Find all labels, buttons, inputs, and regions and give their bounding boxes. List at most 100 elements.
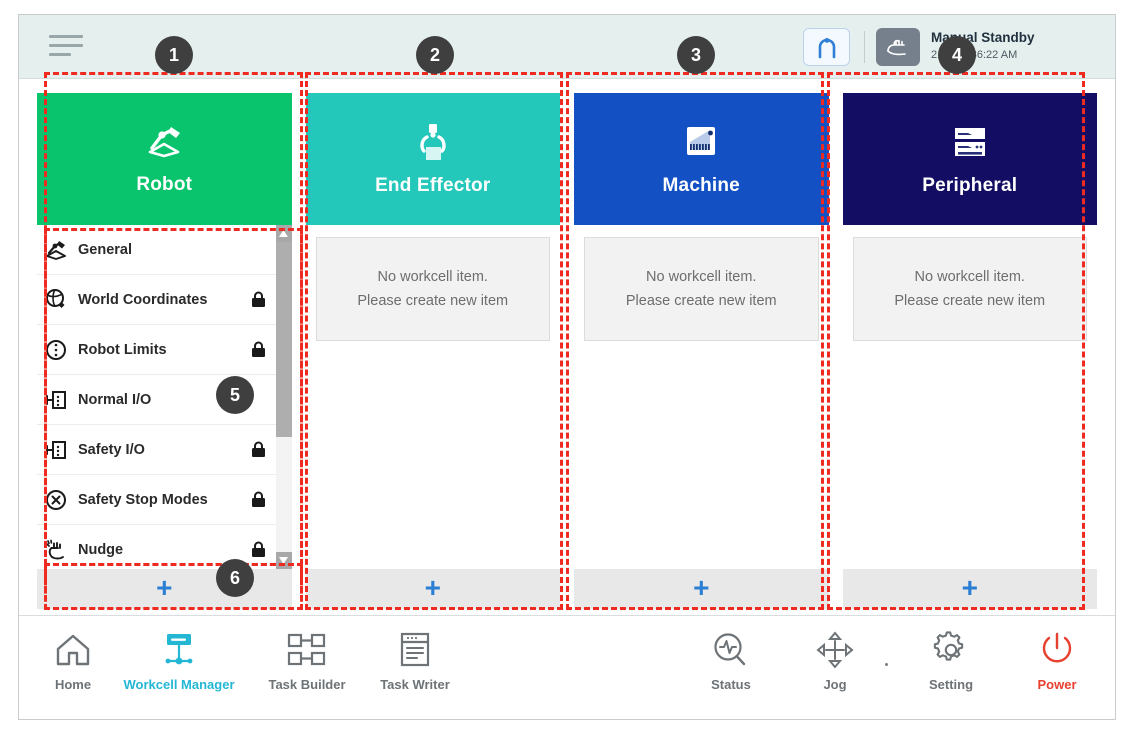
list-item-safety-io[interactable]: Safety I/O bbox=[37, 425, 276, 475]
nav-label: Task Writer bbox=[380, 677, 450, 692]
hamburger-line bbox=[49, 44, 83, 47]
workcell-manager-icon bbox=[158, 630, 200, 670]
machine-column-header[interactable]: Machine bbox=[574, 93, 829, 225]
nav-label: Task Builder bbox=[268, 677, 346, 692]
nav-item-setting[interactable]: Setting bbox=[899, 630, 1003, 692]
annotation-badge-1: 1 bbox=[155, 36, 193, 74]
manual-hand-icon-button[interactable] bbox=[876, 28, 920, 66]
add-item-button[interactable]: + bbox=[305, 569, 560, 609]
robot-arc-icon bbox=[818, 38, 835, 59]
end-effector-column-body: No workcell item. Please create new item bbox=[305, 225, 560, 569]
nav-item-power[interactable]: Power bbox=[1005, 630, 1109, 692]
scroll-up-arrow-icon[interactable] bbox=[275, 225, 292, 242]
nav-item-workcell-manager[interactable]: Workcell Manager bbox=[123, 630, 235, 692]
peripheral-column: Peripheral No workcell item. Please crea… bbox=[842, 93, 1097, 609]
nav-label: Home bbox=[54, 677, 92, 692]
nav-item-task-builder[interactable]: Task Builder bbox=[255, 630, 359, 692]
empty-state-line-1: No workcell item. bbox=[646, 269, 757, 285]
nav-label: Power bbox=[1037, 677, 1077, 692]
robot-arc-icon-button[interactable] bbox=[803, 28, 850, 66]
list-item-world-coordinates[interactable]: World Coordinates bbox=[37, 275, 276, 325]
nav-item-home[interactable]: Home bbox=[21, 630, 125, 692]
robot-arm-small-icon bbox=[43, 237, 69, 263]
annotation-badge-2: 2 bbox=[416, 36, 454, 74]
empty-state-message: No workcell item. Please create new item bbox=[852, 237, 1087, 341]
list-item-label: Normal I/O bbox=[78, 391, 152, 408]
empty-state-line-2: Please create new item bbox=[357, 293, 509, 309]
nudge-hand-icon bbox=[43, 537, 69, 563]
end-effector-column: End Effector No workcell item. Please cr… bbox=[305, 93, 560, 609]
peripheral-column-title: Peripheral bbox=[922, 175, 1018, 196]
plus-icon: + bbox=[693, 572, 710, 603]
peripheral-rack-icon bbox=[954, 128, 985, 156]
robot-setting-list[interactable]: General World Coo bbox=[37, 225, 276, 569]
peripheral-column-header[interactable]: Peripheral bbox=[842, 93, 1097, 225]
nav-item-task-writer[interactable]: Task Writer bbox=[363, 630, 467, 692]
status-magnifier-icon bbox=[711, 630, 751, 670]
power-icon bbox=[1039, 630, 1075, 670]
topbar-divider bbox=[864, 31, 865, 63]
list-item-label: Safety I/O bbox=[78, 441, 145, 458]
nav-label: Setting bbox=[928, 677, 974, 692]
lock-icon bbox=[251, 491, 266, 508]
add-item-button[interactable]: + bbox=[842, 569, 1097, 609]
empty-state-message: No workcell item. Please create new item bbox=[315, 237, 550, 341]
task-writer-icon bbox=[397, 630, 433, 670]
machine-column-body: No workcell item. Please create new item bbox=[574, 225, 829, 569]
empty-state-line-2: Please create new item bbox=[625, 293, 777, 309]
scrollbar-thumb[interactable] bbox=[275, 242, 292, 437]
robot-column: Robot General bbox=[37, 93, 292, 609]
end-effector-column-header[interactable]: End Effector bbox=[305, 93, 560, 225]
empty-state-line-1: No workcell item. bbox=[914, 269, 1025, 285]
top-bar: Manual Standby 2.22 10:36:22 AM bbox=[19, 15, 1115, 79]
plus-icon: + bbox=[424, 572, 441, 603]
list-item-label: Safety Stop Modes bbox=[78, 491, 208, 508]
empty-state-message: No workcell item. Please create new item bbox=[584, 237, 819, 341]
hamburger-line bbox=[49, 53, 71, 56]
add-item-button[interactable]: + bbox=[574, 569, 829, 609]
list-item-safety-stop-modes[interactable]: Safety Stop Modes bbox=[37, 475, 276, 525]
peripheral-column-body: No workcell item. Please create new item bbox=[842, 225, 1097, 569]
annotation-badge-3: 3 bbox=[677, 36, 715, 74]
jog-dpad-icon bbox=[815, 630, 855, 670]
empty-state-line-1: No workcell item. bbox=[377, 269, 488, 285]
robot-column-header[interactable]: Robot bbox=[37, 93, 292, 225]
home-icon bbox=[54, 630, 92, 670]
hamburger-line bbox=[49, 35, 83, 38]
list-item-label: Robot Limits bbox=[78, 341, 167, 358]
empty-state-line-2: Please create new item bbox=[894, 293, 1046, 309]
list-item-robot-limits[interactable]: Robot Limits bbox=[37, 325, 276, 375]
bottom-navigation-bar: Home Workcell Manager bbox=[19, 615, 1115, 719]
lock-icon bbox=[251, 541, 266, 558]
list-item-label: General bbox=[78, 241, 132, 258]
machine-column-title: Machine bbox=[662, 175, 740, 196]
list-item-normal-io[interactable]: Normal I/O bbox=[37, 375, 276, 425]
robot-list-scrollbar[interactable] bbox=[275, 225, 292, 569]
annotation-badge-5: 5 bbox=[216, 376, 254, 414]
nav-label: Workcell Manager bbox=[123, 677, 235, 692]
gear-icon bbox=[932, 630, 970, 670]
manual-hand-icon bbox=[887, 39, 906, 56]
list-item-nudge[interactable]: Nudge bbox=[37, 525, 276, 569]
plus-icon: + bbox=[156, 572, 173, 603]
plus-icon: + bbox=[961, 572, 978, 603]
nav-item-status[interactable]: Status bbox=[679, 630, 783, 692]
gripper-icon bbox=[420, 124, 446, 160]
list-item-general[interactable]: General bbox=[37, 225, 276, 275]
nav-label: Status bbox=[711, 677, 751, 692]
nav-label: Jog bbox=[823, 677, 847, 692]
hamburger-menu-icon[interactable] bbox=[49, 35, 89, 63]
annotation-badge-4: 4 bbox=[938, 36, 976, 74]
nav-item-jog[interactable]: Jog bbox=[783, 630, 887, 692]
machine-icon bbox=[687, 127, 716, 155]
limits-circle-icon bbox=[43, 337, 69, 363]
end-effector-column-title: End Effector bbox=[375, 175, 491, 196]
machine-column: Machine No workcell item. Please create … bbox=[574, 93, 829, 609]
annotation-badge-6: 6 bbox=[216, 559, 254, 597]
scroll-down-arrow-icon[interactable] bbox=[275, 552, 292, 569]
lock-icon bbox=[251, 441, 266, 458]
robot-column-title: Robot bbox=[136, 174, 193, 195]
separator-dot bbox=[885, 663, 888, 666]
list-item-label: Nudge bbox=[78, 541, 124, 558]
globe-coordinates-icon bbox=[43, 287, 69, 313]
